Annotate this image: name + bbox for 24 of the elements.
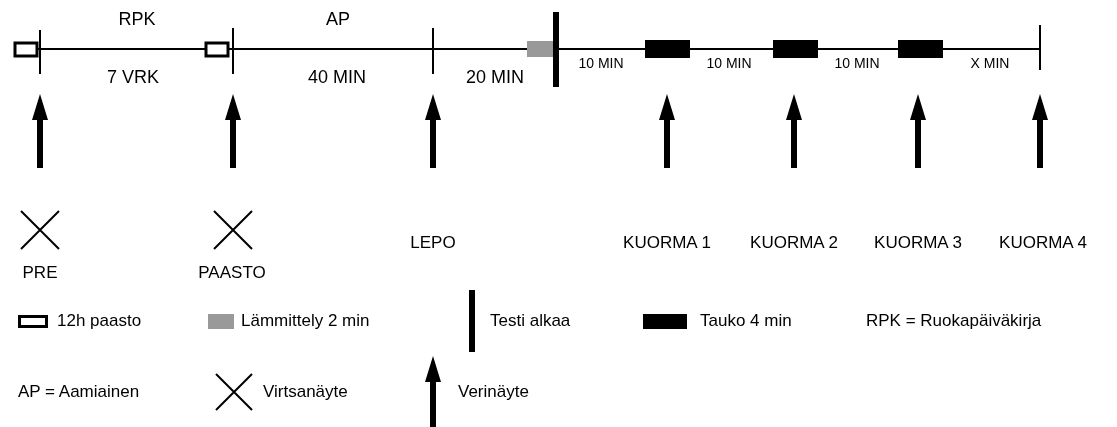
measurement-label: PAASTO bbox=[198, 263, 266, 283]
measurement-label: KUORMA 4 bbox=[999, 233, 1087, 253]
measurement-label: KUORMA 2 bbox=[750, 233, 838, 253]
phase-label: RPK bbox=[118, 10, 156, 30]
duration-label: 10 MIN bbox=[578, 56, 624, 72]
duration-label: 40 MIN bbox=[308, 68, 366, 88]
duration-label: 10 MIN bbox=[706, 56, 752, 72]
legend-text: 12h paasto bbox=[57, 311, 142, 331]
legend-text: Lämmittely 2 min bbox=[241, 311, 370, 331]
duration-label: 20 MIN bbox=[466, 68, 524, 88]
measurement-label: KUORMA 3 bbox=[874, 233, 962, 253]
legend-text: Virtsanäyte bbox=[263, 382, 348, 402]
legend-text: Testi alkaa bbox=[490, 311, 571, 331]
duration-label: 10 MIN bbox=[834, 56, 880, 72]
measurement-label: LEPO bbox=[410, 233, 456, 253]
measurement-label: PRE bbox=[22, 263, 58, 283]
duration-label: 7 VRK bbox=[107, 68, 159, 88]
duration-label: X MIN bbox=[970, 56, 1010, 72]
legend-text: Verinäyte bbox=[458, 382, 529, 402]
abbreviation-note: AP = Aamiainen bbox=[18, 382, 140, 402]
phase-label: AP bbox=[326, 10, 350, 30]
measurement-label: KUORMA 1 bbox=[623, 233, 711, 253]
legend-text: Tauko 4 min bbox=[700, 311, 792, 331]
abbreviation-note: RPK = Ruokapäiväkirja bbox=[866, 311, 1042, 331]
